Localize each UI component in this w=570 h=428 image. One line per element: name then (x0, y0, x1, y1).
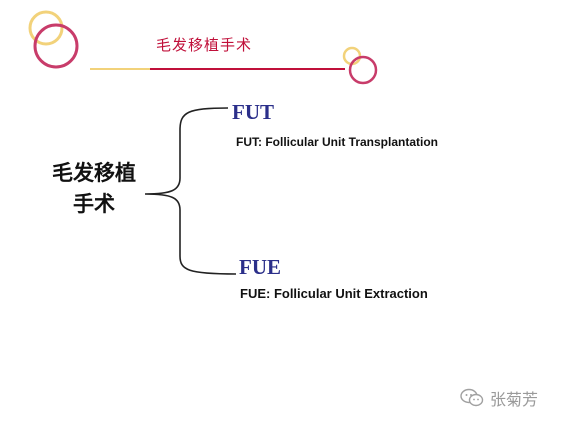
watermark-text: 张菊芳 (490, 390, 539, 409)
watermark: 张菊芳 (460, 386, 538, 410)
ring-yellow-large (28, 10, 64, 46)
fue-description: FUE: Follicular Unit Extraction (240, 286, 428, 301)
wechat-bubble-icon (460, 388, 484, 407)
header-title: 毛发移植手术 (156, 36, 253, 54)
fue-title: FUE (239, 255, 281, 279)
curly-bracket (144, 107, 237, 275)
main-label-line2: 手术 (73, 192, 115, 216)
main-label-line1: 毛发移植 (52, 161, 136, 185)
fut-description: FUT: Follicular Unit Transplantation (236, 135, 439, 149)
main-label: 毛发移植 手术 (44, 158, 144, 220)
fut-title: FUT (232, 100, 274, 124)
ring-pink-small (348, 55, 378, 85)
ring-pink-large (33, 23, 79, 69)
